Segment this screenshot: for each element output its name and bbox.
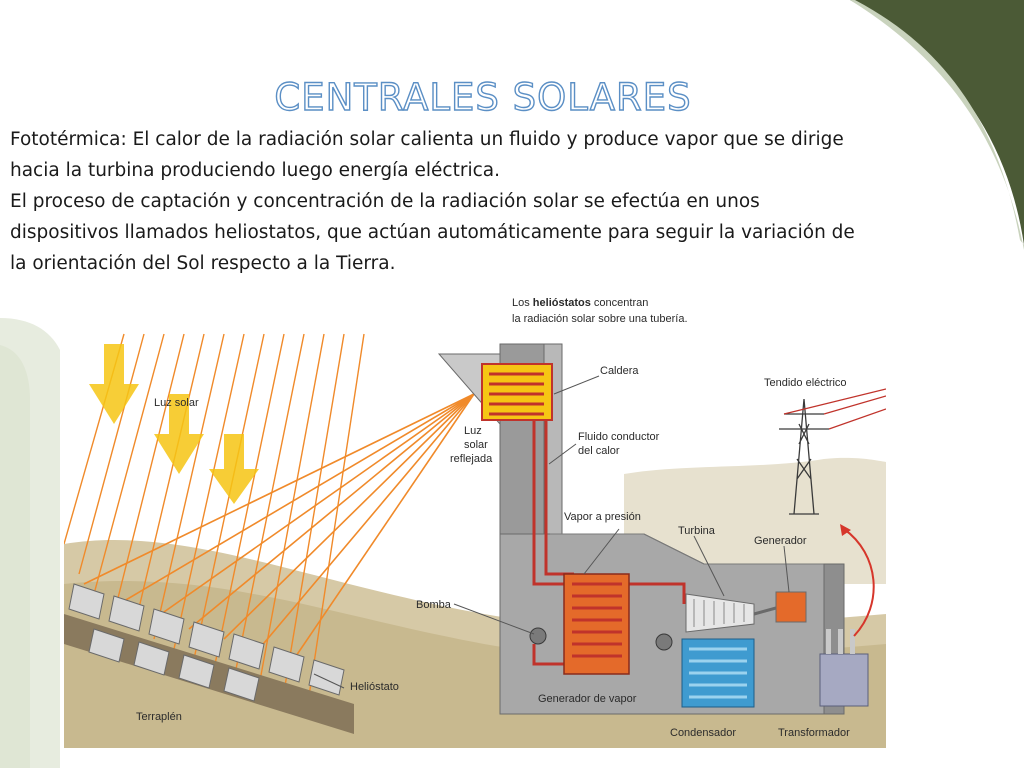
label-caldera: Caldera	[600, 365, 639, 377]
label-bomba: Bomba	[416, 599, 452, 611]
paragraph-heliostatos: El proceso de captación y concentración …	[10, 191, 855, 274]
slide-body: Fototérmica: El calor de la radiación so…	[10, 124, 860, 279]
label-header-line2: la radiación solar sobre una tubería.	[512, 313, 688, 325]
label-transformador: Transformador	[778, 727, 850, 739]
heliostat-field	[64, 583, 354, 734]
steam-generator	[563, 573, 630, 675]
distant-hills	[624, 457, 886, 584]
sun-arrows	[89, 344, 259, 504]
label-condensador: Condensador	[670, 727, 736, 739]
turbine-shaft	[753, 606, 777, 616]
corner-swoosh-dark	[850, 0, 1024, 245]
label-luz-reflejada-2: solar	[464, 439, 488, 451]
label-header: Los helióstatos concentran	[512, 297, 648, 309]
label-fluido-2: del calor	[578, 445, 620, 457]
label-vapor: Vapor a presión	[564, 511, 641, 523]
label-generador: Generador	[754, 535, 807, 547]
arrow-head	[840, 524, 851, 536]
label-terraplen: Terraplén	[136, 711, 182, 723]
pump-left	[529, 627, 547, 645]
transformer-to-line-arrow	[843, 528, 875, 637]
transformer	[819, 629, 869, 707]
slide-title: CENTRALES SOLARES	[274, 75, 692, 119]
label-tendido: Tendido eléctrico	[764, 377, 847, 389]
label-luz-reflejada-3: reflejada	[450, 453, 493, 465]
label-luz-reflejada-1: Luz	[464, 425, 482, 437]
pump-right	[655, 633, 673, 651]
turbine	[685, 593, 755, 633]
left-swoosh-mid	[0, 345, 30, 768]
label-heliostato: Helióstato	[350, 681, 399, 693]
power-lines	[783, 388, 886, 430]
label-fluido-1: Fluido conductor	[578, 431, 660, 443]
label-turbina: Turbina	[678, 525, 716, 537]
condenser	[681, 638, 755, 708]
leader-lines	[313, 375, 790, 689]
paragraph-fototermica: Fototérmica: El calor de la radiación so…	[10, 129, 844, 181]
label-generador-vapor: Generador de vapor	[538, 693, 637, 705]
solar-plant-diagram: Los helióstatos concentran la radiación …	[64, 284, 886, 748]
boiler	[481, 363, 553, 421]
power-pylon	[779, 398, 829, 515]
label-luz-solar: Luz solar	[154, 397, 199, 409]
reflected-rays	[83, 393, 475, 660]
generator	[775, 591, 807, 623]
